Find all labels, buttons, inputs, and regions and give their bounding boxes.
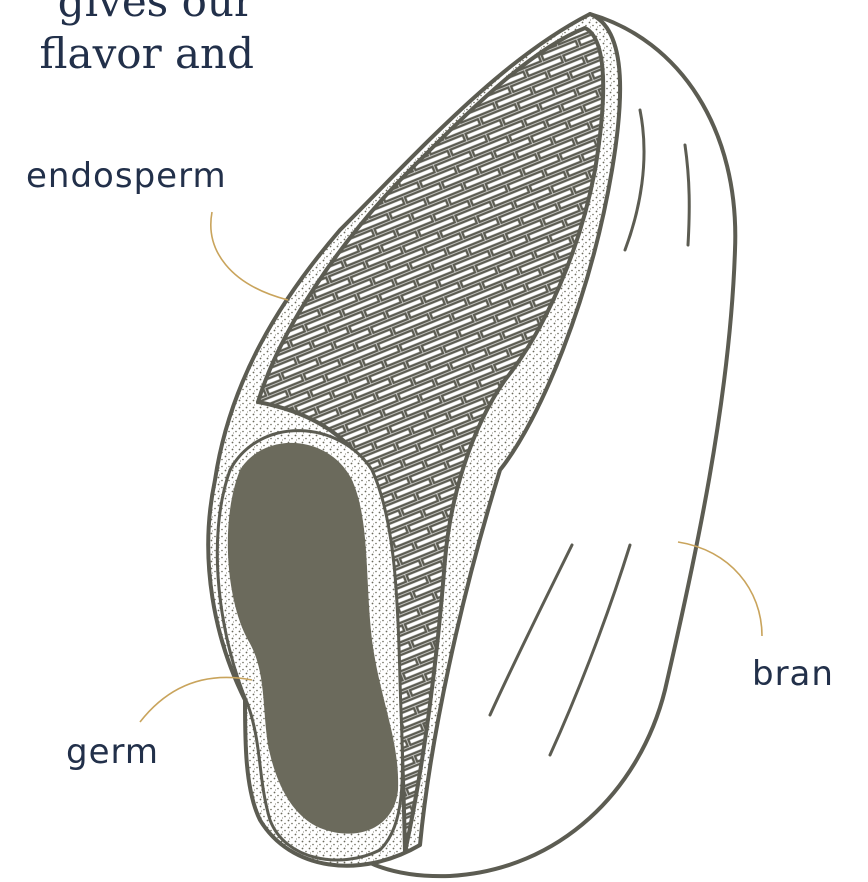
germ-label: germ [66,732,159,772]
bran-label: bran [752,654,834,694]
endosperm-leader-line [211,212,288,300]
germ-leader-line [140,677,252,722]
endosperm-label: endosperm [26,156,227,196]
